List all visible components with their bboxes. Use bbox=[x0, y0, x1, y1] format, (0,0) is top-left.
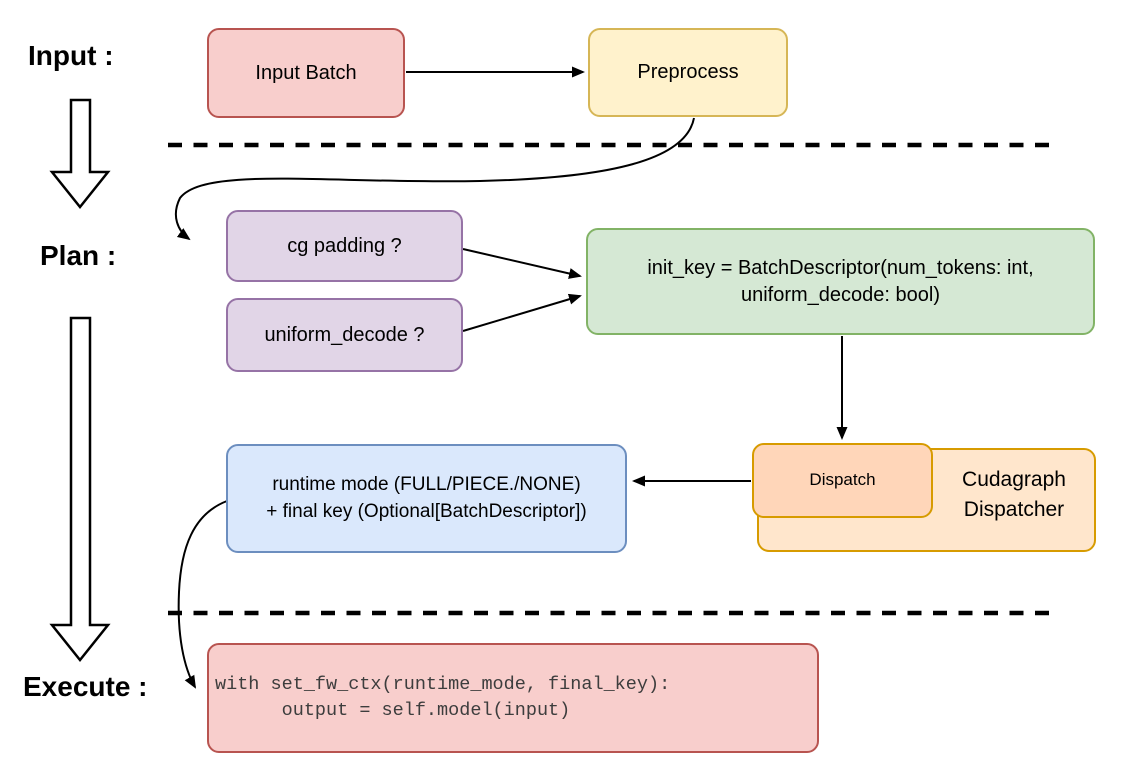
hollow-arrow-input-to-plan bbox=[49, 98, 111, 210]
cudagraph-dispatcher-label: Cudagraph Dispatcher bbox=[962, 468, 1066, 522]
preprocess-box: Preprocess bbox=[588, 28, 788, 117]
input-batch-label: Input Batch bbox=[255, 61, 357, 84]
section-label-plan: Plan : bbox=[40, 240, 117, 271]
execute-code-box: with set_fw_ctx(runtime_mode, final_key)… bbox=[207, 643, 819, 753]
preprocess-label: Preprocess bbox=[637, 61, 739, 84]
init-key-box: init_key = BatchDescriptor(num_tokens: i… bbox=[586, 228, 1095, 335]
uniform-decode-box: uniform_decode ? bbox=[226, 298, 463, 372]
runtime-mode-line2: + final key (Optional[BatchDescriptor]) bbox=[266, 500, 587, 522]
cg-padding-label: cg padding ? bbox=[287, 234, 402, 257]
arrow-cg-padding-to-init-key bbox=[462, 248, 582, 279]
arrow-uniform-decode-to-init-key bbox=[462, 293, 582, 332]
init-key-line1: init_key = BatchDescriptor(num_tokens: i… bbox=[647, 257, 1034, 280]
input-batch-box: Input Batch bbox=[207, 28, 405, 118]
init-key-line2: uniform_decode: bool) bbox=[740, 283, 940, 306]
section-label-execute: Execute : bbox=[23, 671, 148, 702]
dispatch-box: Dispatch bbox=[752, 443, 933, 518]
code-line-1: with set_fw_ctx(runtime_mode, final_key)… bbox=[215, 674, 671, 696]
uniform-decode-label: uniform_decode ? bbox=[264, 323, 425, 346]
section-label-input: Input : bbox=[28, 40, 114, 71]
runtime-mode-line1: runtime mode (FULL/PIECE./NONE) bbox=[272, 473, 581, 495]
dispatch-label: Dispatch bbox=[809, 470, 876, 490]
cg-padding-box: cg padding ? bbox=[226, 210, 463, 282]
code-line-2: output = self.model(input) bbox=[215, 700, 571, 721]
hollow-arrow-plan-to-execute bbox=[49, 316, 111, 663]
runtime-mode-box: runtime mode (FULL/PIECE./NONE) + final … bbox=[226, 444, 627, 553]
